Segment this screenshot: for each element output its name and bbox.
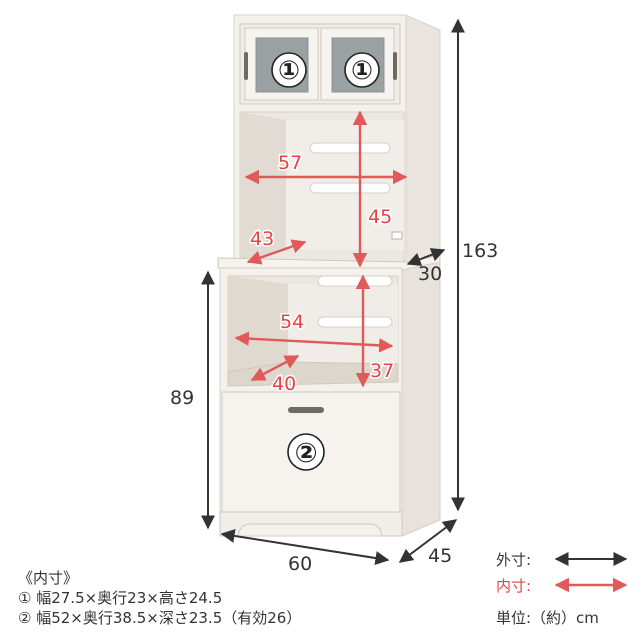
legend-outer-label: 外寸: [496, 551, 532, 569]
inner-size-line-1: ① 幅27.5×奥行23×高さ24.5 [18, 589, 223, 607]
marker-cabinet-right: ① [344, 52, 380, 88]
label-163: 163 [462, 240, 498, 262]
cord-slot [317, 316, 393, 328]
label-45: 45 [428, 545, 452, 567]
unit-label: 単位:（約）cm [496, 609, 599, 627]
inner-dimensions [234, 110, 408, 388]
depth-30-arrow [406, 248, 446, 266]
inner-size-line-2: ② 幅52×奥行38.5×深さ23.5（有効26） [18, 609, 302, 627]
label-37: 37 [370, 360, 394, 382]
width-60-arrow [220, 529, 390, 565]
outlet-icon [391, 231, 403, 240]
cabinet-marker-label: ① [278, 56, 300, 86]
marker-drawer: ② [287, 433, 325, 471]
inner-depth-43-arrow [246, 239, 307, 265]
cupboard-body [217, 14, 441, 537]
cord-slot [309, 182, 391, 194]
label-30: 30 [418, 263, 442, 285]
marker-cabinet-left: ① [271, 52, 307, 88]
drawer-marker-label: ② [295, 438, 318, 469]
label-43: 43 [250, 228, 274, 250]
label-45-inner: 45 [368, 206, 392, 228]
label-60: 60 [288, 553, 312, 575]
outer-dimensions [201, 18, 465, 565]
inner-depth-40-arrow [250, 354, 300, 382]
handle-left-icon [244, 52, 248, 80]
handle-right-icon [393, 52, 397, 80]
cabinet-marker-label: ① [351, 56, 373, 86]
drawer-handle-icon [288, 407, 324, 413]
outer-dimension-labels: 163 89 60 45 30 [170, 240, 498, 575]
label-40: 40 [272, 373, 296, 395]
depth-45-arrow [398, 519, 458, 563]
label-57: 57 [278, 152, 302, 174]
inner-size-heading: 《内寸》 [18, 569, 79, 587]
cord-slot [309, 142, 391, 154]
label-89: 89 [170, 387, 194, 409]
inner-dimension-labels: 57 45 43 54 37 40 [249, 151, 396, 397]
label-54: 54 [280, 311, 304, 333]
legend-inner-label: 内寸: [496, 577, 532, 595]
cord-slot [317, 275, 393, 287]
